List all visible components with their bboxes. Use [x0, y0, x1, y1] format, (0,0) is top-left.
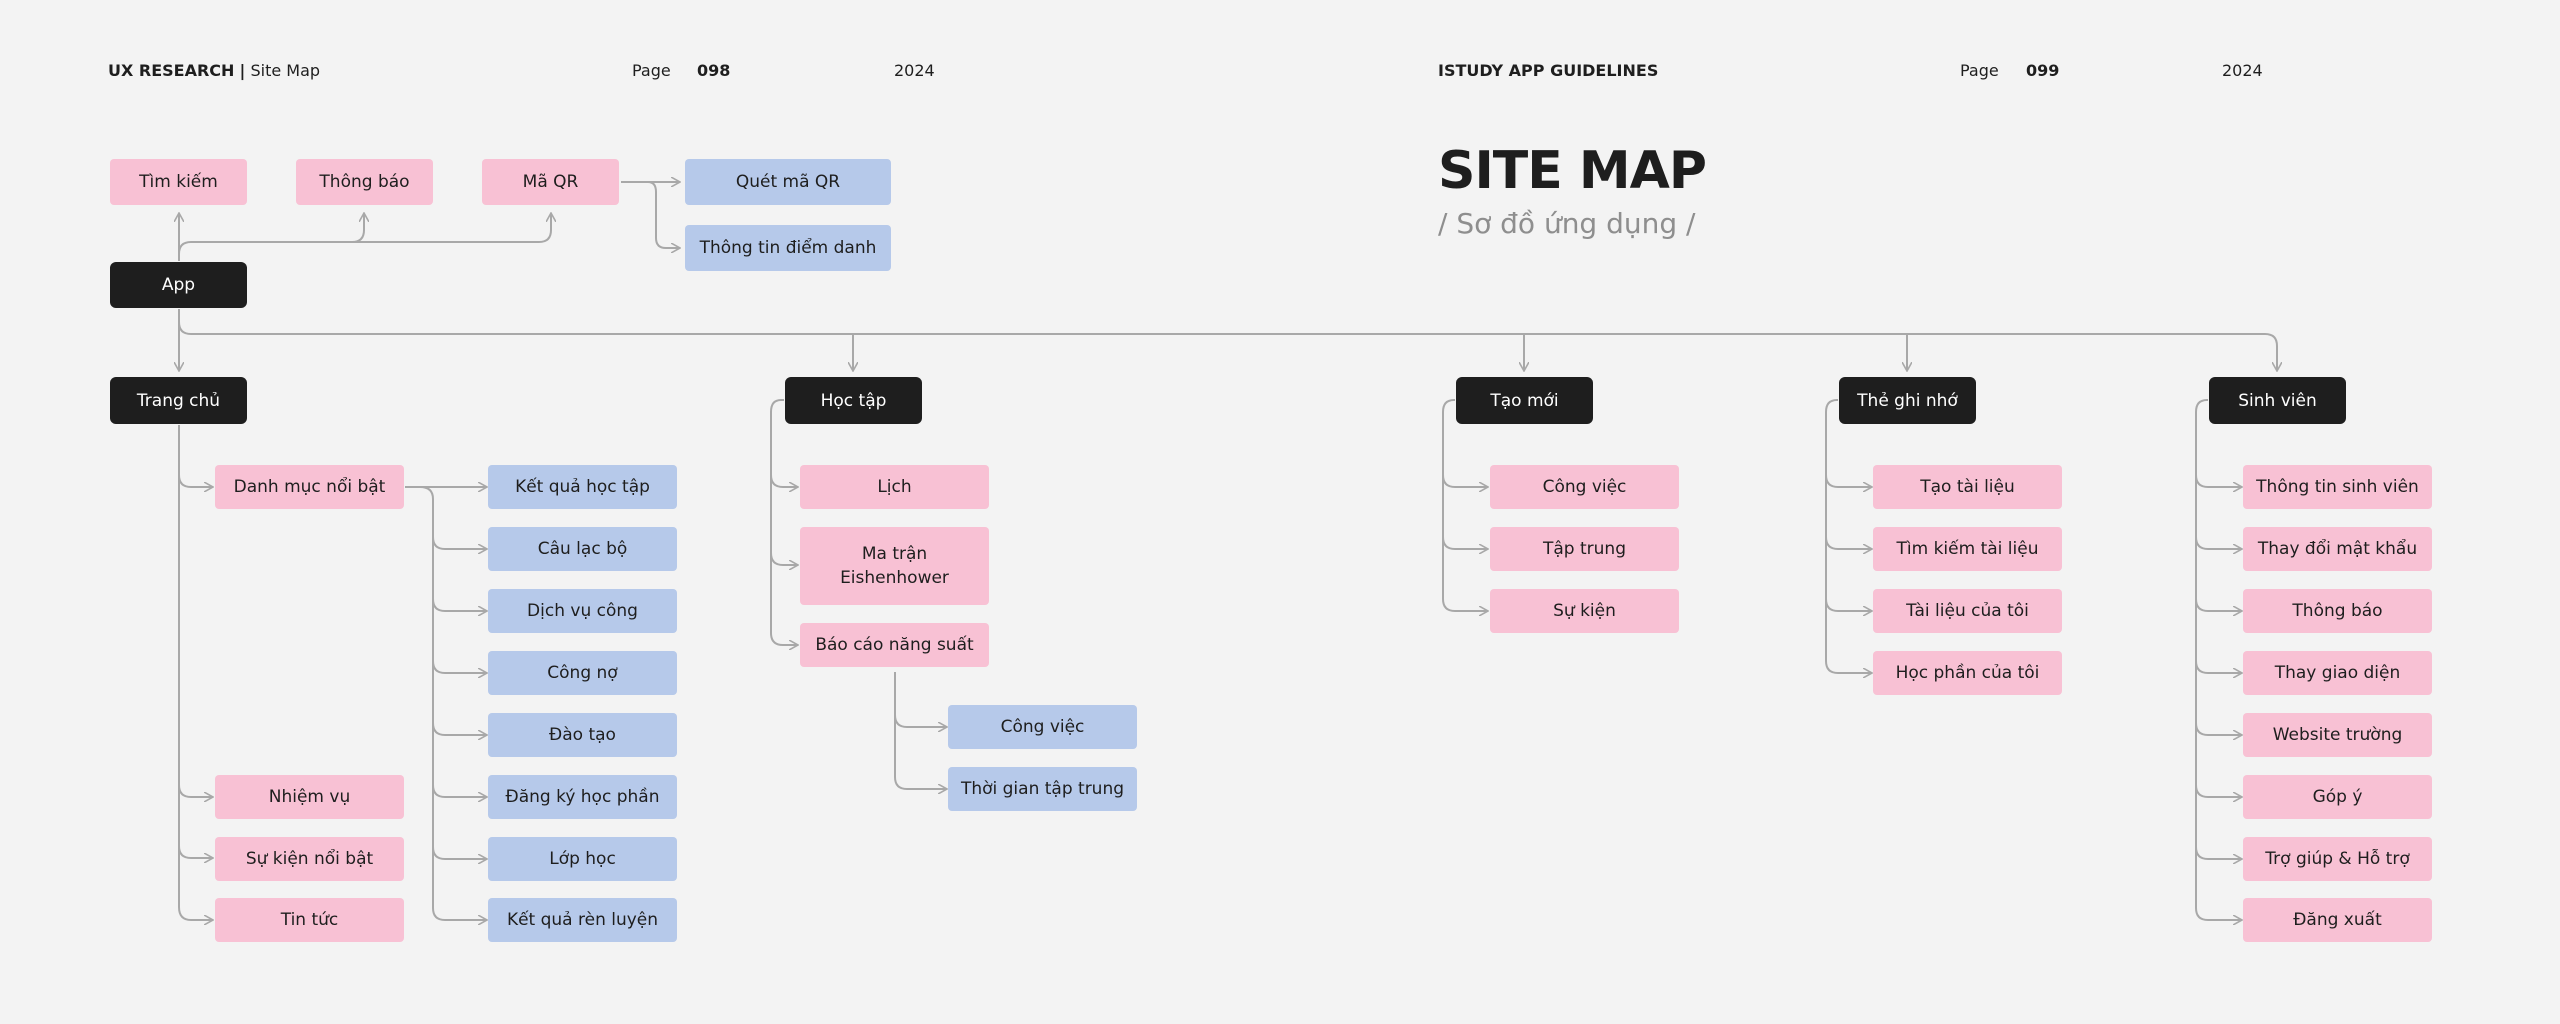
connector-tao-moi-trunk — [1442, 399, 1488, 611]
header-right-year: 2024 — [2222, 61, 2263, 80]
node-tao-tai-lieu[interactable]: Tạo tài liệu — [1873, 465, 2062, 509]
node-tin-tuc[interactable]: Tin tức — [215, 898, 404, 942]
node-su-kien[interactable]: Sự kiện — [1490, 589, 1679, 633]
connector-danh-muc-trunk — [419, 486, 487, 920]
node-sinh-vien-thong-bao[interactable]: Thông báo — [2243, 589, 2432, 633]
node-danh-muc-noi-bat[interactable]: Danh mục nổi bật — [215, 465, 404, 509]
header-section-title: UX RESEARCH — [108, 61, 235, 80]
node-ket-qua-ren-luyen[interactable]: Kết quả rèn luyện — [488, 898, 677, 942]
node-the-ghi-nho[interactable]: Thẻ ghi nhớ — [1839, 377, 1976, 424]
node-tap-trung[interactable]: Tập trung — [1490, 527, 1679, 571]
node-thong-bao[interactable]: Thông báo — [296, 159, 433, 205]
node-ma-tran-eishenhower[interactable]: Ma trận Eishenhower — [800, 527, 989, 605]
node-thoi-gian-tap-trung[interactable]: Thời gian tập trung — [948, 767, 1137, 811]
node-tim-kiem[interactable]: Tìm kiếm — [110, 159, 247, 205]
node-tim-kiem-tai-lieu[interactable]: Tìm kiếm tài liệu — [1873, 527, 2062, 571]
node-app[interactable]: App — [110, 262, 247, 308]
header-left-year: 2024 — [894, 61, 935, 80]
node-tai-lieu-cua-toi[interactable]: Tài liệu của tôi — [1873, 589, 2062, 633]
node-dao-tao[interactable]: Đào tạo — [488, 713, 677, 757]
connector-the-ghi-nho-trunk — [1825, 399, 1872, 673]
header-right-page-label: Page — [1960, 61, 1999, 80]
node-dang-xuat[interactable]: Đăng xuất — [2243, 898, 2432, 942]
page-title: SITE MAP — [1438, 141, 1707, 201]
node-bao-cao-nang-suat[interactable]: Báo cáo năng suất — [800, 623, 989, 667]
node-hoc-phan-cua-toi[interactable]: Học phần của tôi — [1873, 651, 2062, 695]
node-thay-doi-mat-khau[interactable]: Thay đổi mật khẩu — [2243, 527, 2432, 571]
node-sinh-vien[interactable]: Sinh viên — [2209, 377, 2346, 424]
connector-ma-qr-thong-tin — [647, 181, 680, 248]
node-thong-tin-diem-danh[interactable]: Thông tin điểm danh — [685, 225, 891, 271]
node-cong-no[interactable]: Công nợ — [488, 651, 677, 695]
header-left-section: UX RESEARCH | Site Map — [108, 60, 320, 82]
connector-trang-chu-nhiem-vu — [178, 784, 213, 797]
connector-app-ma-qr — [352, 213, 551, 243]
node-hoc-tap[interactable]: Học tập — [785, 377, 922, 424]
page-subtitle: / Sơ đồ ứng dụng / — [1438, 207, 1696, 240]
header-left-page-number: 098 — [697, 61, 731, 80]
node-cau-lac-bo[interactable]: Câu lạc bộ — [488, 527, 677, 571]
node-su-kien-noi-bat[interactable]: Sự kiện nổi bật — [215, 837, 404, 881]
connector-hoc-tap-trunk — [770, 399, 798, 645]
node-bao-cao-cong-viec[interactable]: Công việc — [948, 705, 1137, 749]
node-lop-hoc[interactable]: Lớp học — [488, 837, 677, 881]
header-right-section: ISTUDY APP GUIDELINES — [1438, 61, 1659, 80]
node-nhiem-vu[interactable]: Nhiệm vụ — [215, 775, 404, 819]
node-dich-vu-cong[interactable]: Dịch vụ công — [488, 589, 677, 633]
node-quet-ma-qr[interactable]: Quét mã QR — [685, 159, 891, 205]
node-ma-tran-line-2: Eishenhower — [840, 568, 949, 588]
node-tro-giup-ho-tro[interactable]: Trợ giúp & Hỗ trợ — [2243, 837, 2432, 881]
node-thay-giao-dien[interactable]: Thay giao diện — [2243, 651, 2432, 695]
connector-app-thong-bao — [178, 213, 364, 255]
connector-sinh-vien-trunk — [2195, 399, 2242, 920]
header-sub-title: Site Map — [250, 61, 321, 80]
node-lich[interactable]: Lịch — [800, 465, 989, 509]
connector-app-main-bus — [178, 321, 2277, 371]
header-right-page-number: 099 — [2026, 61, 2060, 80]
node-gop-y[interactable]: Góp ý — [2243, 775, 2432, 819]
node-tao-moi[interactable]: Tạo mới — [1456, 377, 1593, 424]
connector-bao-cao-trunk — [894, 672, 947, 789]
node-ma-tran-line-1: Ma trận — [861, 544, 928, 564]
node-dang-ky-hoc-phan[interactable]: Đăng ký học phần — [488, 775, 677, 819]
node-ma-qr[interactable]: Mã QR — [482, 159, 619, 205]
connector-trang-chu-danh-muc — [178, 474, 213, 487]
node-thong-tin-sinh-vien[interactable]: Thông tin sinh viên — [2243, 465, 2432, 509]
connector-trang-chu-trunk — [178, 425, 213, 920]
node-tao-moi-cong-viec[interactable]: Công việc — [1490, 465, 1679, 509]
node-ket-qua-hoc-tap[interactable]: Kết quả học tập — [488, 465, 677, 509]
node-website-truong[interactable]: Website trường — [2243, 713, 2432, 757]
header-separator: | — [239, 61, 246, 80]
header-left-page-label: Page — [632, 61, 671, 80]
connector-trang-chu-su-kien — [178, 845, 213, 858]
node-trang-chu[interactable]: Trang chủ — [110, 377, 247, 424]
